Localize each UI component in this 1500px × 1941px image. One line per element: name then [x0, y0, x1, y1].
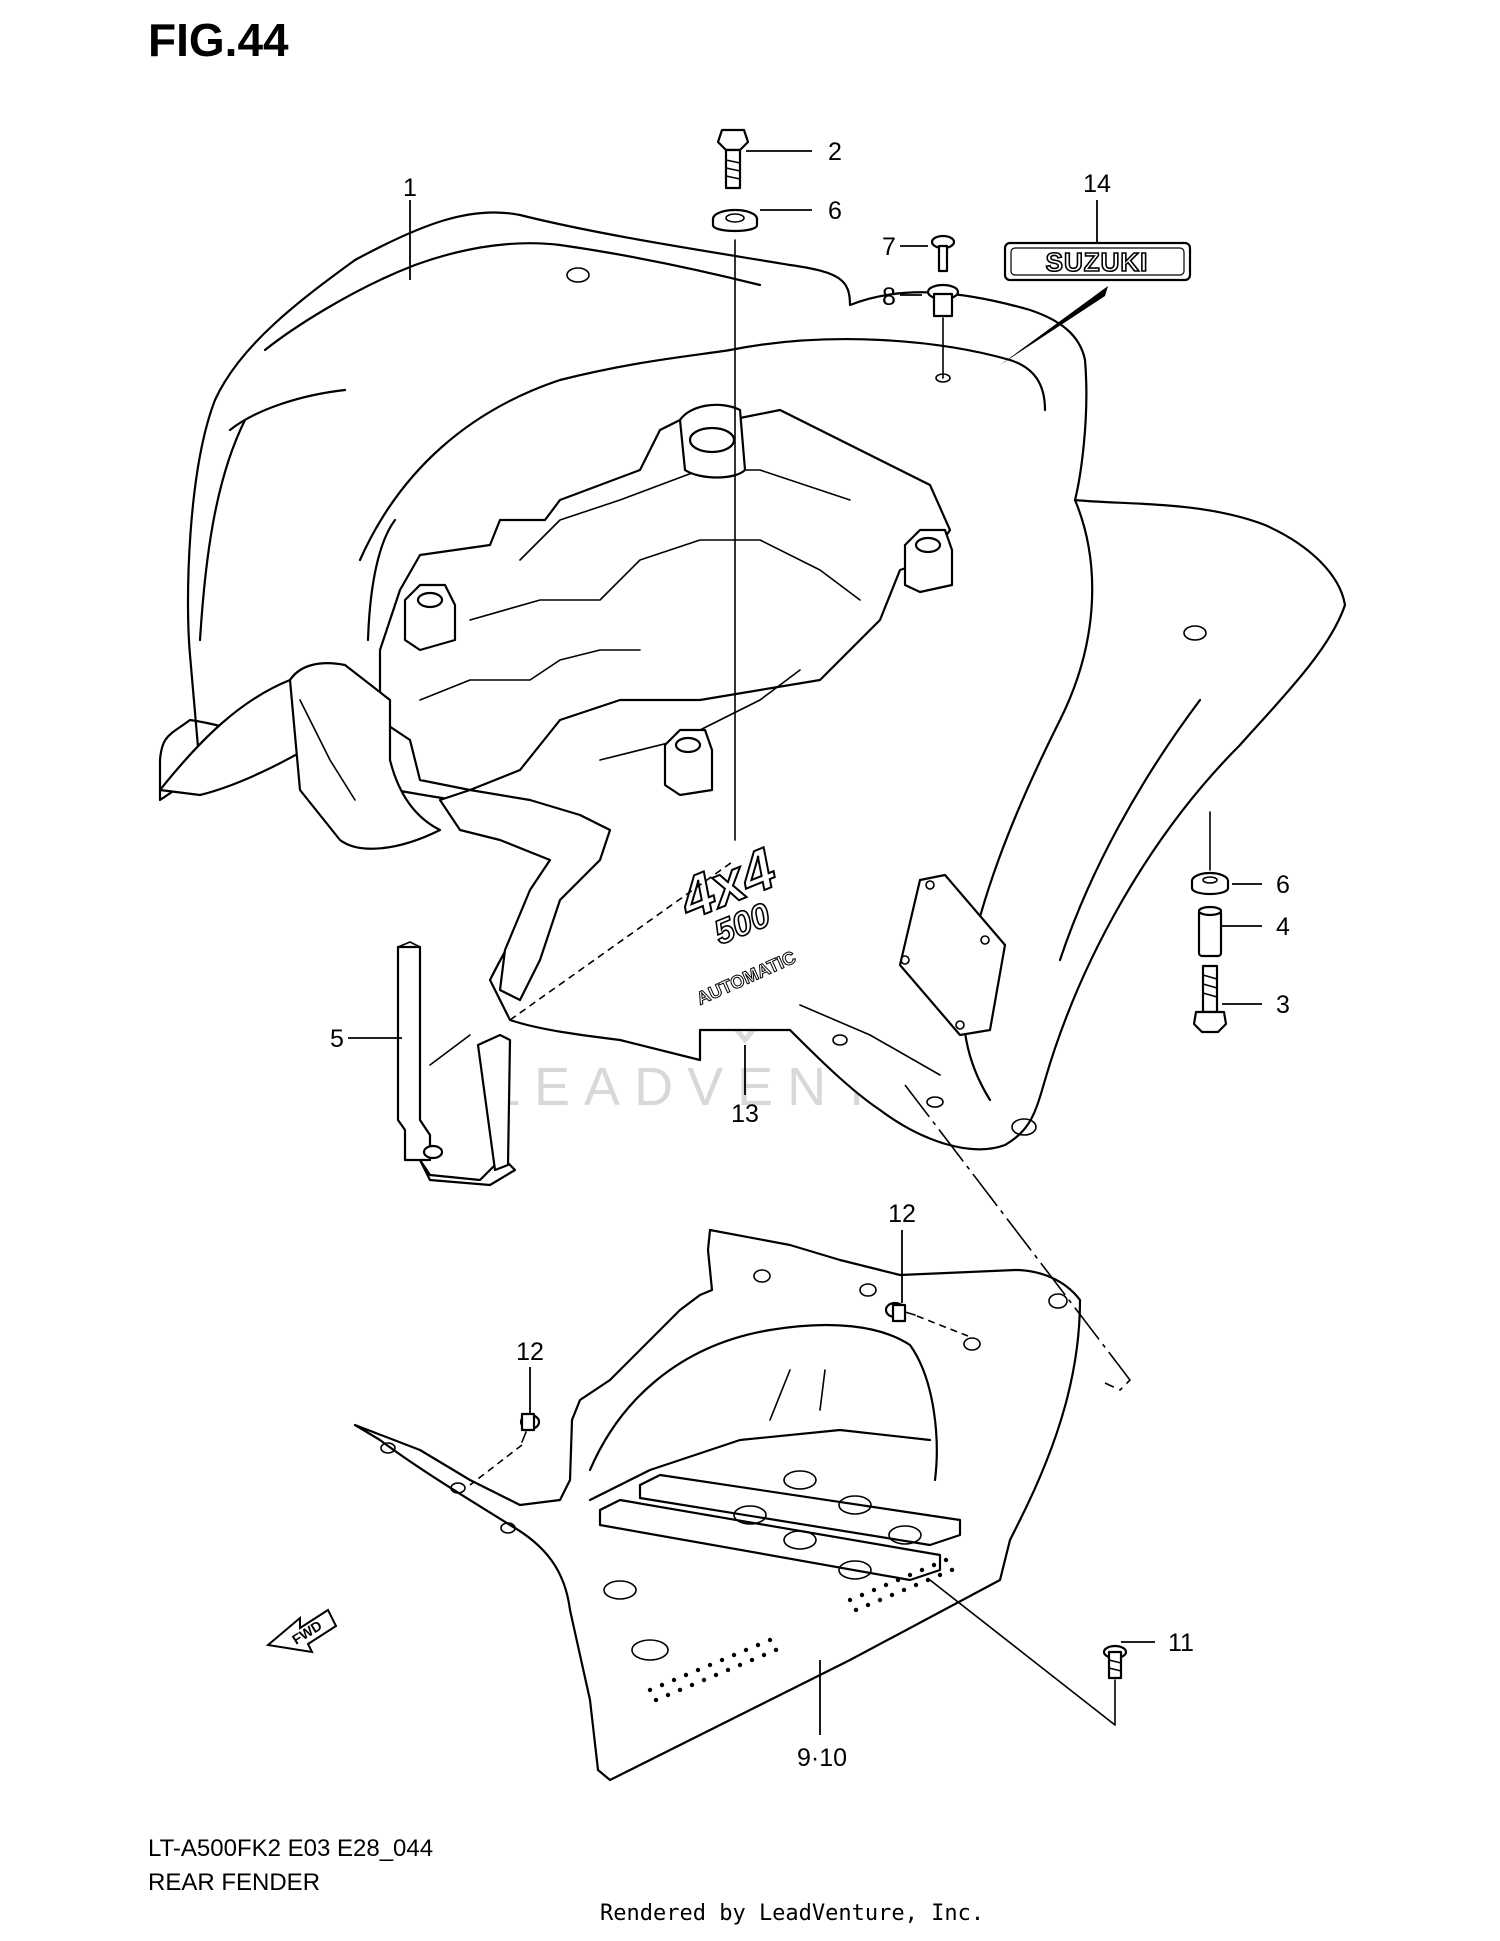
spacer-part-4: [1197, 905, 1223, 958]
footrest-part-9-10: [353, 1228, 1082, 1782]
callout-5: 5: [330, 1025, 344, 1053]
suzuki-emblem-text: SUZUKI: [1046, 247, 1149, 277]
fwd-direction-arrow: FWD: [265, 1608, 338, 1654]
section-name: REAR FENDER: [148, 1869, 320, 1896]
callout-3: 3: [1276, 991, 1290, 1019]
dashed-guide-line: [509, 859, 736, 1021]
callout-6-top: 6: [828, 197, 842, 225]
model-code: LT-A500FK2 E03 E28_044: [148, 1835, 433, 1862]
callout-11: 11: [1168, 1629, 1194, 1657]
callout-1: 1: [403, 174, 417, 202]
callout-9-10: 9·10: [797, 1744, 847, 1772]
rendered-by: Rendered by LeadVenture, Inc.: [600, 1901, 984, 1926]
cushion-part-6-top: [711, 208, 759, 233]
rear-fender-part-1: 4x4 500 AUTOMATIC: [158, 211, 1347, 1151]
cushion-part-6-right: [1190, 871, 1230, 896]
callout-8: 8: [882, 283, 896, 311]
screw-part-12-right: [884, 1301, 916, 1323]
callout-labels: 1 2 6 14 7 8 6 4 3 5 13 12 12 11 9·10: [330, 138, 1290, 1772]
screw-part-12-left: [519, 1412, 541, 1443]
perforation-pattern: [647, 1557, 955, 1703]
callout-7: 7: [882, 233, 896, 261]
callout-6-right: 6: [1276, 871, 1290, 899]
suzuki-emblem-part-14: SUZUKI: [1000, 241, 1192, 365]
bracket-part-5: [396, 941, 517, 1187]
alignment-line: [904, 1084, 1132, 1391]
callout-12-left: 12: [516, 1338, 544, 1366]
bolt-part-3: [1192, 964, 1228, 1034]
callout-2: 2: [828, 138, 842, 166]
callout-13: 13: [731, 1100, 759, 1128]
screw-part-11: [1102, 1644, 1128, 1680]
bolt-part-2: [716, 128, 750, 190]
callout-4: 4: [1276, 913, 1290, 941]
leader-lines: [348, 150, 1262, 1735]
figure-title: FIG.44: [148, 14, 289, 66]
callout-12-right: 12: [888, 1200, 916, 1228]
callout-14: 14: [1083, 170, 1111, 198]
screw-part-7: [930, 234, 956, 273]
collar-part-8: [926, 283, 960, 318]
